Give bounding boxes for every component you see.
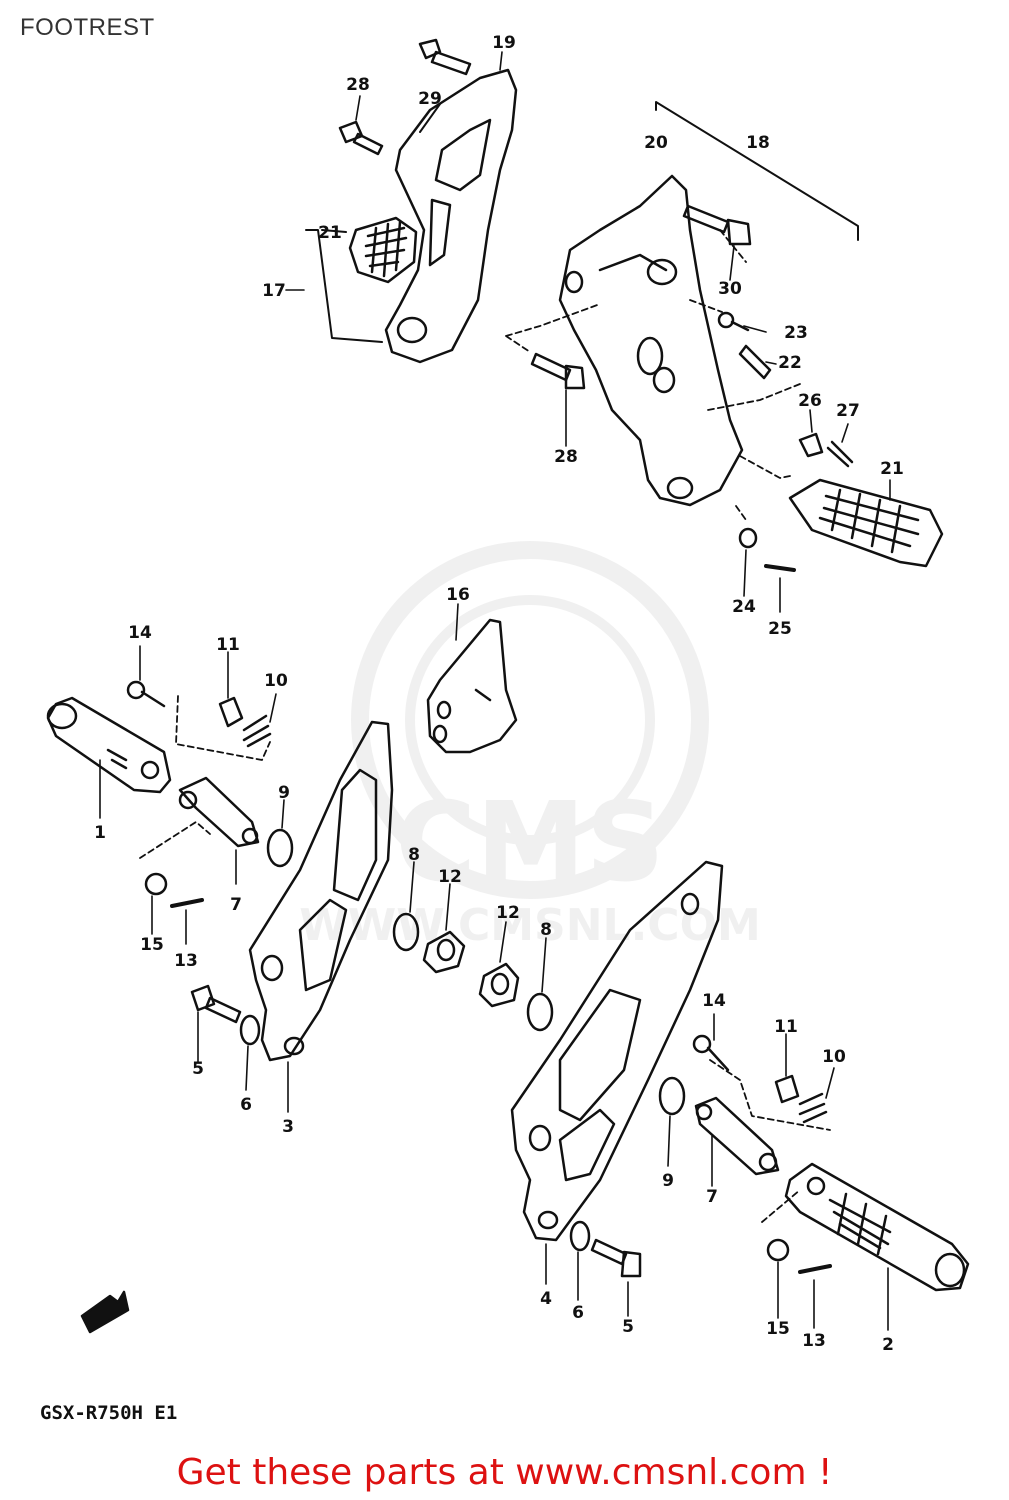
ball-11-left (218, 696, 244, 728)
callout-17: 17 (262, 281, 286, 301)
model-code-label: GSX-R750H E1 (40, 1402, 178, 1424)
leader-lines (99, 51, 891, 1331)
callout-16: 16 (446, 585, 470, 605)
callout-15-right: 15 (766, 1319, 790, 1339)
callout-18: 18 (746, 133, 770, 153)
callout-13-right: 13 (802, 1331, 826, 1351)
bolt-5-right (590, 1238, 642, 1278)
heel-plate-16 (426, 618, 518, 754)
rear-right-bracket-assembly (505, 101, 944, 572)
callout-28-lower: 28 (554, 447, 578, 467)
callout-23: 23 (784, 323, 808, 343)
page-title: FOOTREST (20, 14, 155, 41)
footpeg-21-left (348, 216, 418, 284)
bolt-28-lower (530, 352, 586, 390)
washer-8-right (526, 992, 554, 1032)
front-left-footpeg-assembly (46, 680, 294, 908)
pivot-7-right (694, 1096, 780, 1176)
pin-25 (764, 564, 796, 572)
bracket-part-19 (384, 68, 518, 364)
callout-19: 19 (492, 33, 516, 53)
front-bracket-3 (248, 720, 394, 1062)
washer-6-right (569, 1220, 591, 1252)
washer-9-right (658, 1076, 686, 1116)
callout-22: 22 (778, 353, 802, 373)
front-right-footpeg-assembly (658, 1034, 970, 1292)
footpeg-2 (784, 1162, 970, 1292)
clip-23 (717, 311, 750, 332)
pin-14-left (126, 680, 166, 708)
bolt-28-upper (338, 120, 384, 156)
callout-20: 20 (644, 133, 668, 153)
bolt-29 (418, 38, 472, 76)
spacer-12-right (478, 962, 520, 1008)
washer-15-left (144, 872, 168, 896)
bolt-30 (682, 204, 752, 246)
callout-27: 27 (836, 401, 860, 421)
callout-1: 1 (94, 823, 106, 843)
front-bracket-4 (510, 860, 724, 1242)
callout-30: 30 (718, 279, 742, 299)
callout-29: 29 (418, 89, 442, 109)
callout-15-left: 15 (140, 935, 164, 955)
spacer-12-left (422, 930, 466, 974)
pivot-7-left (178, 776, 260, 848)
callout-labels: 1 2 3 4 5 5 6 6 7 7 8 8 9 9 10 10 11 11 … (94, 33, 904, 1355)
bolt-5-left (190, 984, 242, 1024)
spring-10-left (242, 714, 272, 748)
washer-9-left (266, 828, 294, 868)
pin-14-right (692, 1034, 730, 1072)
rear-left-bracket-assembly (305, 38, 518, 364)
pin-13-left (170, 898, 204, 908)
callout-7-left: 7 (230, 895, 242, 915)
footpeg-21-right (788, 478, 944, 568)
washer-6-left (239, 1014, 261, 1046)
washer-15-right (766, 1238, 790, 1262)
callout-10-right: 10 (822, 1047, 846, 1067)
callout-25: 25 (768, 619, 792, 639)
callout-11-left: 11 (216, 635, 240, 655)
callout-3: 3 (282, 1117, 294, 1137)
callout-11-right: 11 (774, 1017, 798, 1037)
front-arrow-icon (80, 1290, 130, 1334)
callout-7-right: 7 (706, 1187, 718, 1207)
callout-9-left: 9 (278, 783, 290, 803)
washer-24 (738, 527, 758, 549)
callout-24: 24 (732, 597, 756, 617)
callout-21-left: 21 (318, 223, 342, 243)
footer-parts-link[interactable]: Get these parts at www.cmsnl.com ! (176, 1452, 833, 1493)
detent-26 (798, 432, 824, 458)
callout-6-left: 6 (240, 1095, 252, 1115)
pin-22 (738, 344, 772, 380)
callout-2: 2 (882, 1335, 894, 1355)
callout-8-right: 8 (540, 920, 552, 940)
callout-26: 26 (798, 391, 822, 411)
ball-11-right (774, 1074, 800, 1104)
callout-14-right: 14 (702, 991, 726, 1011)
bracket-part-20 (558, 174, 744, 507)
footpeg-1 (46, 696, 172, 794)
callout-5-left: 5 (192, 1059, 204, 1079)
pin-13-right (798, 1264, 832, 1274)
callout-12-right: 12 (496, 903, 520, 923)
callout-12-left: 12 (438, 867, 462, 887)
callout-21-right: 21 (880, 459, 904, 479)
callout-10-left: 10 (264, 671, 288, 691)
callout-28-upper: 28 (346, 75, 370, 95)
spring-10-right (798, 1092, 828, 1124)
spring-27 (826, 440, 854, 468)
callout-4: 4 (540, 1289, 552, 1309)
washer-8-left (392, 912, 420, 952)
callout-14-left: 14 (128, 623, 152, 643)
callout-13-left: 13 (174, 951, 198, 971)
callout-5-right: 5 (622, 1317, 634, 1337)
callout-9-right: 9 (662, 1171, 674, 1191)
callout-8-left: 8 (408, 845, 420, 865)
callout-6-right: 6 (572, 1303, 584, 1323)
